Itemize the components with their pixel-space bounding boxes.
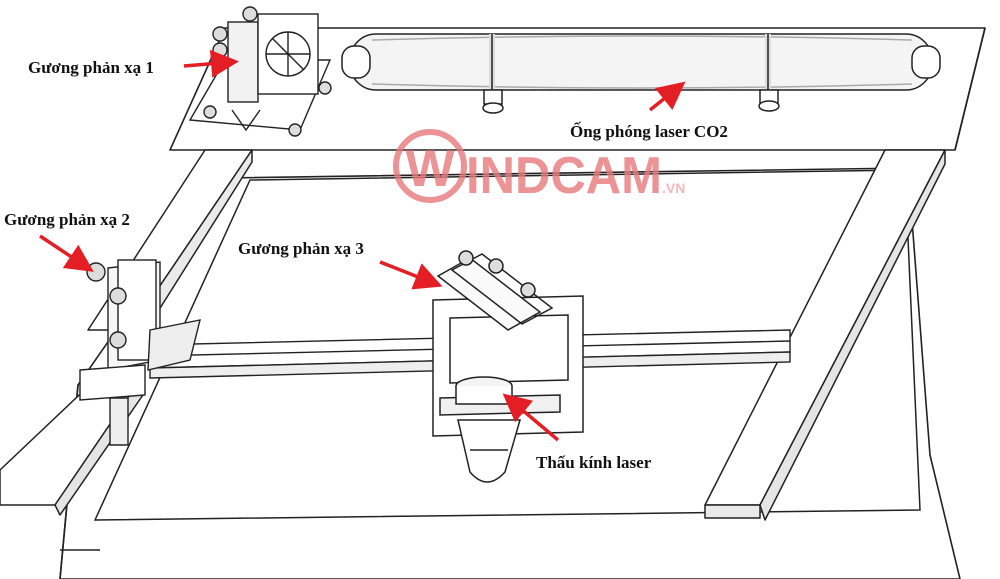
arrow-mirror-2 bbox=[39, 234, 94, 272]
arrow-tube bbox=[648, 81, 686, 112]
watermark-logo-letter: W bbox=[405, 140, 455, 198]
watermark-brand: INDCAM bbox=[466, 147, 662, 205]
label-mirror-1: Gương phản xạ 1 bbox=[28, 58, 154, 77]
label-tube: Ống phóng laser CO2 bbox=[570, 121, 728, 141]
right-y-rail bbox=[704, 149, 946, 521]
arrow-lens bbox=[502, 393, 560, 442]
label-mirror-3: Gương phản xạ 3 bbox=[238, 239, 364, 258]
arrow-mirror-3 bbox=[379, 260, 443, 290]
windcam-watermark: W INDCAM .VN bbox=[393, 129, 685, 205]
callout-arrows bbox=[39, 49, 686, 442]
label-mirror-2: Gương phản xạ 2 bbox=[4, 210, 130, 229]
co2-laser-tube bbox=[341, 33, 941, 114]
label-lens: Thấu kính laser bbox=[536, 453, 652, 472]
watermark-suffix: .VN bbox=[662, 180, 685, 196]
arrow-mirror-1 bbox=[183, 49, 239, 78]
watermark-logo-circle bbox=[393, 129, 467, 203]
mirror-2-mount bbox=[79, 259, 201, 446]
